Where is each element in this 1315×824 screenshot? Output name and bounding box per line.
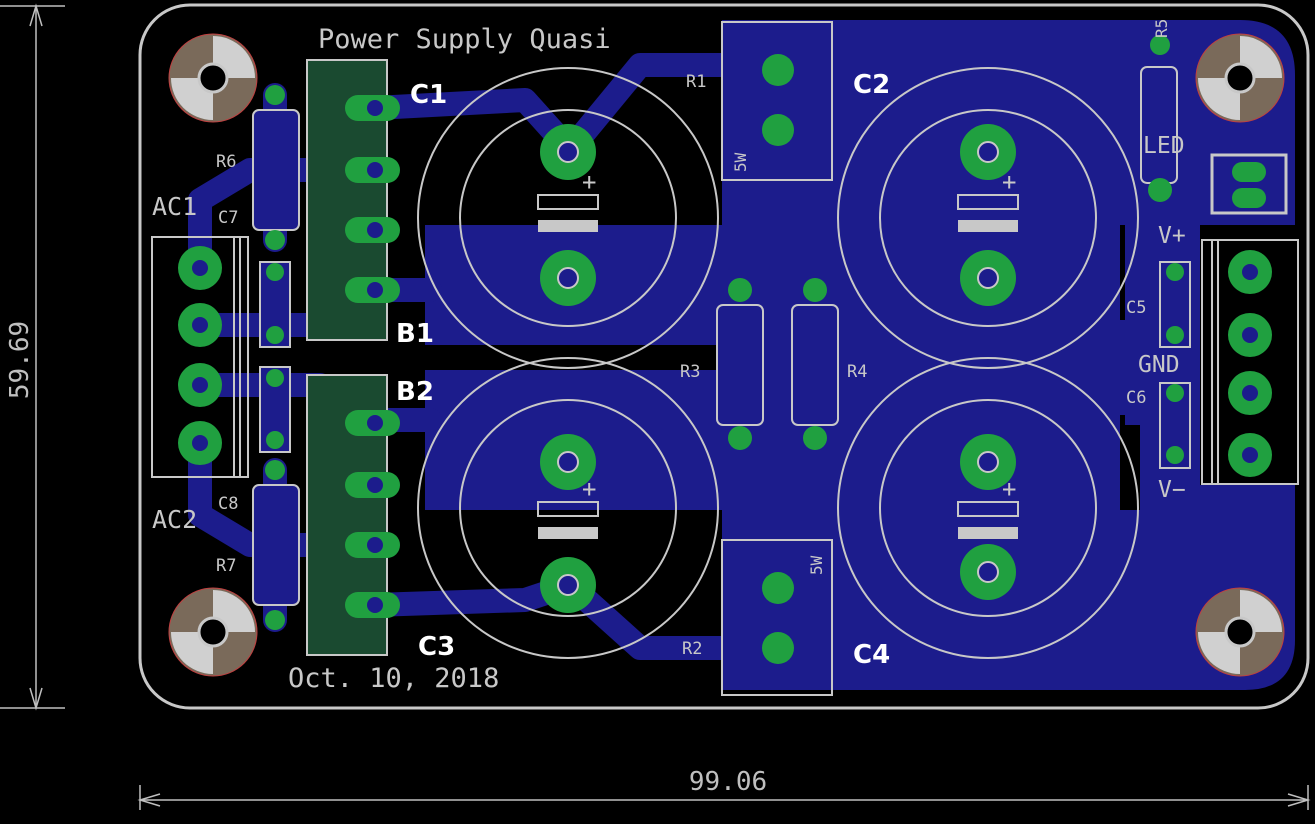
label-gnd: GND (1138, 352, 1180, 378)
label-ac2: AC2 (152, 505, 197, 534)
mounting-holes (168, 33, 1285, 677)
label-vplus: V+ (1158, 223, 1186, 249)
svg-text:+: + (1002, 168, 1016, 196)
height-dimension (0, 3, 65, 711)
label-5w-top: 5W (731, 152, 750, 172)
label-c8: C8 (218, 494, 238, 514)
height-dimension-label: 59.69 (5, 321, 35, 399)
resistors (252, 66, 1178, 606)
power-resistor-pads (762, 54, 794, 664)
cap-polarity-marks (537, 194, 1019, 539)
label-b2: B2 (396, 377, 434, 407)
label-r5: R5 (1152, 19, 1171, 38)
label-c6: C6 (1126, 388, 1146, 408)
label-b1: B1 (396, 319, 434, 349)
label-c4: C4 (853, 640, 890, 670)
label-r2: R2 (682, 639, 702, 659)
label-led: LED (1143, 133, 1185, 159)
electrolytic-caps (417, 67, 1139, 659)
resistor-pads (265, 35, 1172, 630)
label-r1: R1 (686, 72, 706, 92)
label-r6: R6 (216, 152, 236, 172)
label-5w-bottom: 5W (807, 555, 826, 575)
board-title: Power Supply Quasi (318, 24, 611, 55)
label-c3: C3 (418, 632, 455, 662)
power-resistors (721, 21, 833, 696)
label-c7: C7 (218, 208, 238, 228)
width-dimension (137, 785, 1311, 810)
label-r3: R3 (680, 362, 700, 382)
output-terminal-pads (1228, 250, 1272, 477)
width-dimension-label: 99.06 (689, 767, 767, 797)
label-c1: C1 (410, 80, 447, 110)
board-date: Oct. 10, 2018 (288, 663, 499, 694)
bridge-pad-holes (367, 100, 383, 613)
label-r7: R7 (216, 556, 236, 576)
label-ac1: AC1 (152, 192, 197, 221)
label-c5: C5 (1126, 298, 1146, 318)
label-vminus: V− (1158, 477, 1186, 503)
ac-terminal-pads (178, 246, 222, 465)
cap-pad-holes (557, 141, 999, 596)
output-terminal-block (1201, 239, 1299, 485)
svg-text:+: + (582, 168, 596, 196)
label-c2: C2 (853, 70, 890, 100)
film-cap-pads (266, 263, 1184, 464)
led-outline (1210, 153, 1288, 215)
ac-terminal-block (151, 236, 249, 478)
label-r4: R4 (847, 362, 867, 382)
